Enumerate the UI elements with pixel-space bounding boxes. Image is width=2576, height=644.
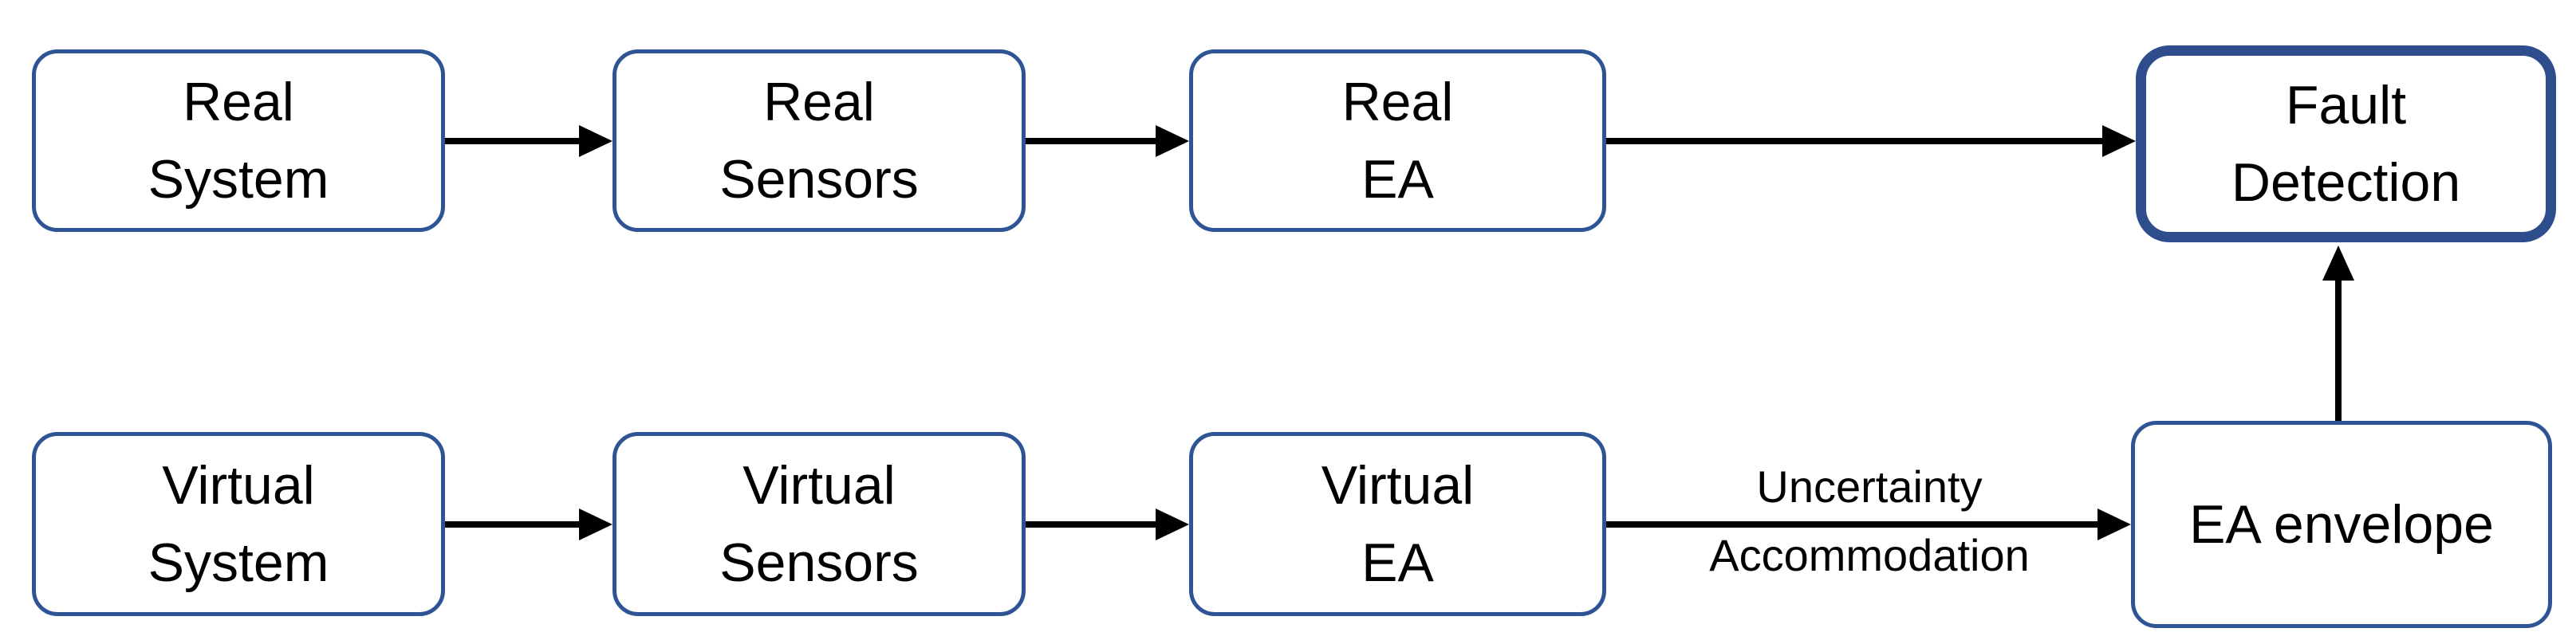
arrow-real-ea-to-fault-detection [1606,125,2136,157]
arrow-real-sensors-to-real-ea [1026,125,1189,157]
arrow-real-system-to-real-sensors [445,125,612,157]
node-real-system: Real System [32,49,445,232]
arrow-virtual-sensors-to-virtual-ea [1026,509,1189,540]
node-fault-detection: Fault Detection [2136,45,2556,242]
node-real-sensors: Real Sensors [612,49,1026,232]
arrow-ea-envelope-to-fault-detection [2322,245,2354,422]
node-virtual-sensors: Virtual Sensors [612,432,1026,616]
arrow-label-accommodation: Accommodation [1709,530,2030,580]
node-virtual-system: Virtual System [32,432,445,616]
node-real-ea: Real EA [1189,49,1606,232]
node-ea-envelope: EA envelope [2131,421,2552,628]
node-virtual-ea: Virtual EA [1189,432,1606,616]
arrow-label-uncertainty: Uncertainty [1756,461,1983,512]
arrow-virtual-system-to-virtual-sensors [445,509,612,540]
